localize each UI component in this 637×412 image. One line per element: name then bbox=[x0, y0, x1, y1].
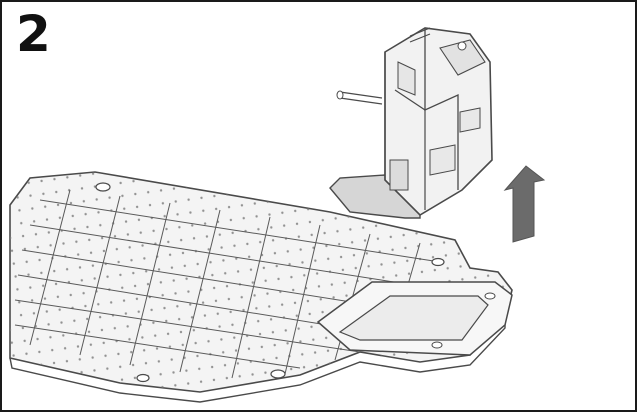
mount-hole bbox=[431, 257, 445, 267]
bracket-pin bbox=[409, 27, 431, 43]
bracket-pin bbox=[339, 91, 383, 105]
mount-hole bbox=[270, 369, 286, 379]
mount-hole bbox=[95, 182, 111, 192]
mount-hole bbox=[136, 373, 150, 383]
arrow-up-icon bbox=[503, 165, 546, 243]
step-number: 2 bbox=[16, 5, 51, 63]
base-plate bbox=[9, 171, 513, 403]
bracket-slot bbox=[389, 159, 409, 191]
bracket-part bbox=[329, 27, 493, 219]
